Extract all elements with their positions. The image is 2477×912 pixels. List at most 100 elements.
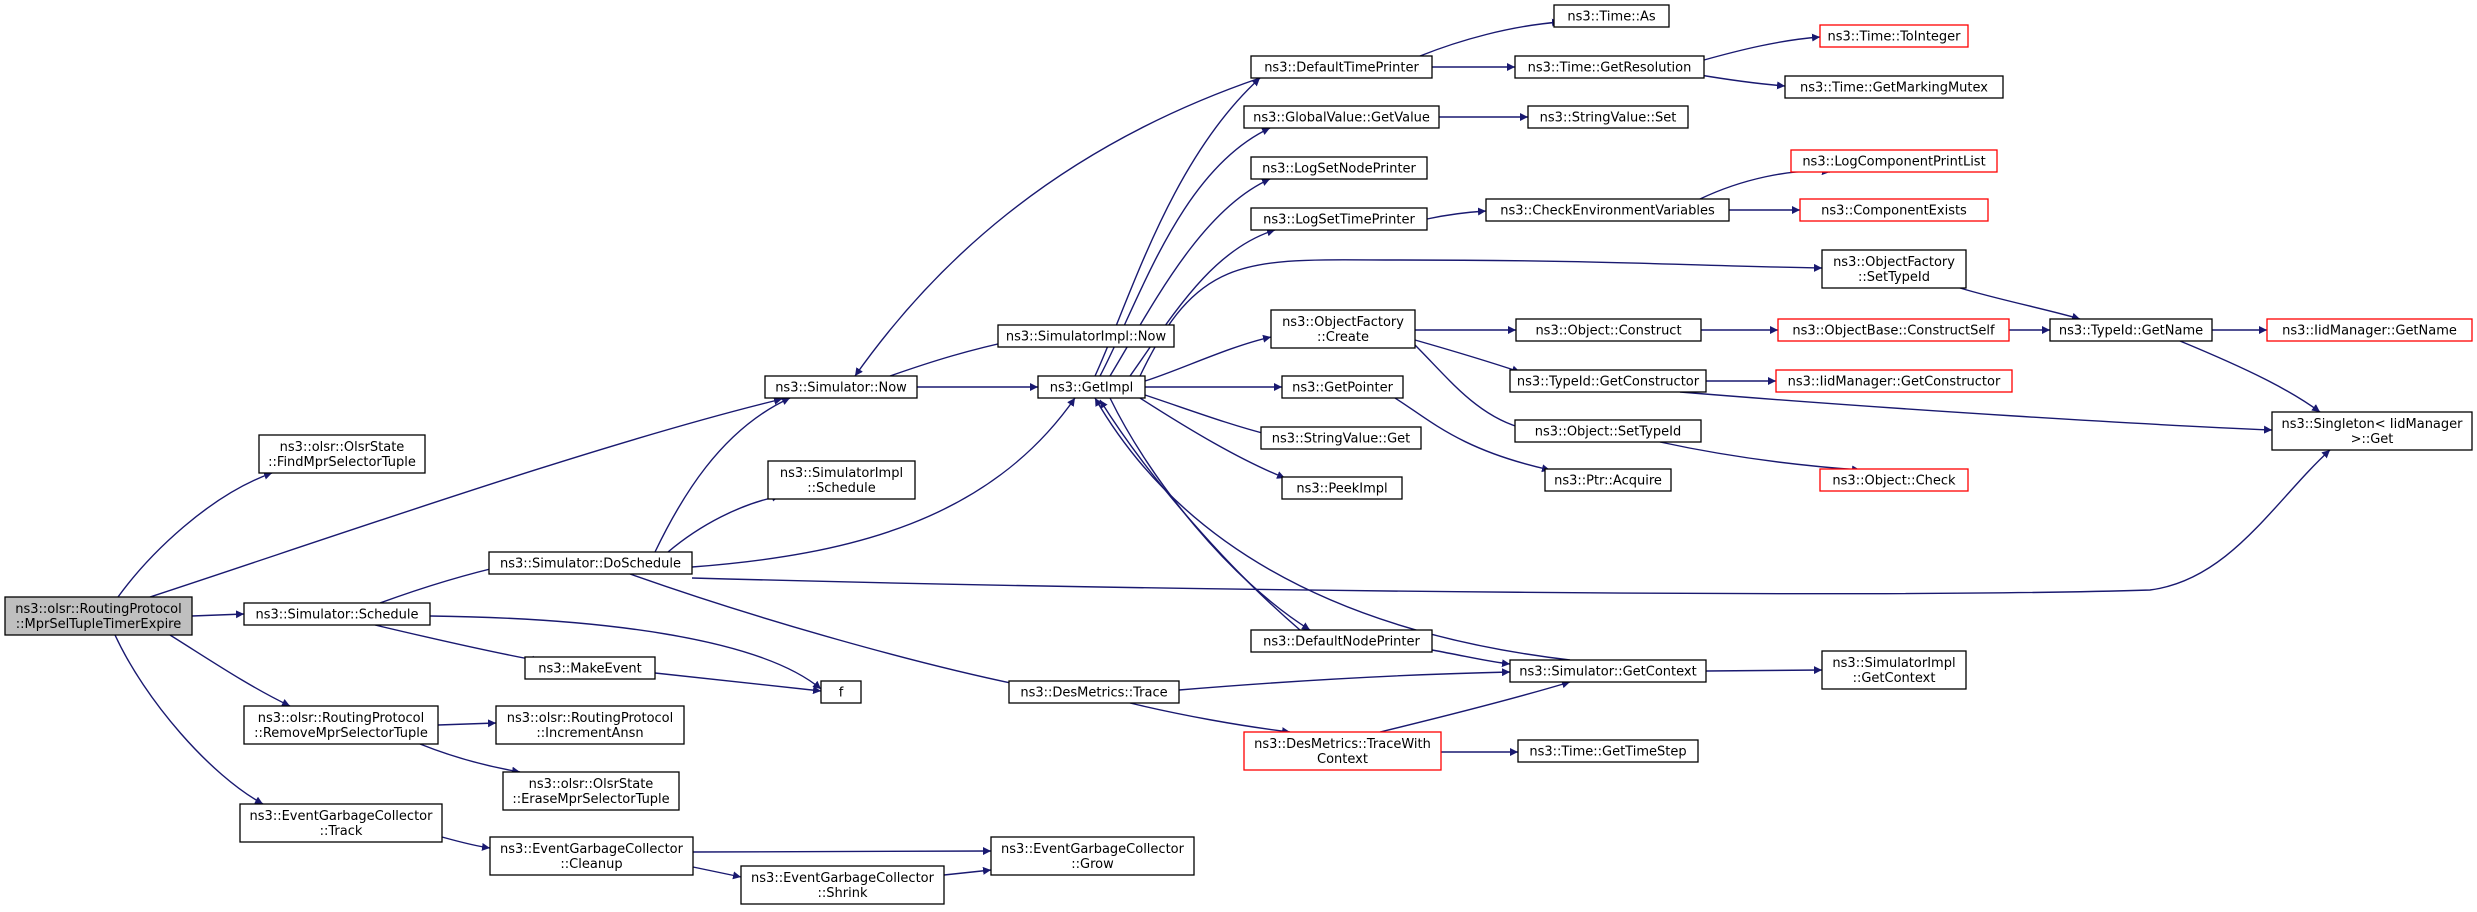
function-node-ofsettype[interactable]: ns3::ObjectFactory::SetTypeId [1821, 249, 1967, 289]
node-box [1281, 375, 1404, 399]
function-node-destrace[interactable]: ns3::DesMetrics::Trace [1008, 680, 1180, 704]
function-node-markmutex[interactable]: ns3::Time::GetMarkingMutex [1784, 75, 2004, 99]
function-node-objconstruct[interactable]: ns3::Object::Construct [1515, 318, 1702, 342]
call-edge-getimpl-to-lstp [1129, 228, 1276, 377]
function-node-toint[interactable]: ns3::Time::ToInteger [1819, 24, 1969, 48]
function-node-dnp[interactable]: ns3::DefaultNodePrinter [1250, 629, 1433, 653]
function-node-simsched[interactable]: ns3::Simulator::Schedule [243, 602, 431, 626]
node-box [764, 375, 918, 399]
function-node-objsettype[interactable]: ns3::Object::SetTypeId [1514, 419, 1702, 443]
function-node-timestep[interactable]: ns3::Time::GetTimeStep [1517, 739, 1699, 763]
node-label: ns3::olsr::RoutingProtocol [258, 711, 425, 726]
function-node-f[interactable]: f [820, 680, 862, 704]
node-label: ns3::Object::SetTypeId [1535, 425, 1681, 440]
node-label: ns3::TypeId::GetConstructor [1517, 375, 1700, 390]
call-edge-simgetctx-to-getimpl [1094, 397, 1571, 661]
function-node-getimpl[interactable]: ns3::GetImpl [1037, 375, 1146, 399]
call-edge-makeevent-to-f [654, 672, 822, 695]
function-node-ptracq[interactable]: ns3::Ptr::Acquire [1544, 468, 1672, 492]
node-box [1553, 4, 1670, 28]
function-node-getres[interactable]: ns3::Time::GetResolution [1514, 55, 1705, 79]
node-label: ns3::Time::GetMarkingMutex [1800, 81, 1988, 96]
function-node-egccleanup[interactable]: ns3::EventGarbageCollector::Cleanup [489, 836, 694, 876]
function-node-lsnp[interactable]: ns3::LogSetNodePrinter [1250, 156, 1428, 180]
node-box [1514, 419, 1702, 443]
function-node-iidgetname[interactable]: ns3::IidManager::GetName [2266, 318, 2473, 342]
call-edge-tidgetctor-to-singleton [1679, 391, 2273, 434]
function-node-findmpr[interactable]: ns3::olsr::OlsrState::FindMprSelectorTup… [258, 434, 426, 474]
node-box [2271, 411, 2473, 451]
function-node-obconstructself[interactable]: ns3::ObjectBase::ConstructSelf [1777, 318, 2010, 342]
function-node-singleton[interactable]: ns3::Singleton< IidManager >::Get [2271, 411, 2473, 451]
function-node-getptr[interactable]: ns3::GetPointer [1281, 375, 1404, 399]
node-box [1250, 207, 1428, 231]
function-node-lcpl[interactable]: ns3::LogComponentPrintList [1790, 149, 1998, 173]
node-label: Context [1317, 752, 1368, 767]
node-label: ns3::SimulatorImpl [780, 466, 903, 481]
function-node-implsched[interactable]: ns3::SimulatorImpl::Schedule [767, 460, 916, 500]
node-label: ns3::CheckEnvironmentVariables [1500, 204, 1715, 219]
node-box [2049, 318, 2213, 342]
node-box [997, 324, 1175, 348]
function-node-removempr[interactable]: ns3::olsr::RoutingProtocol::RemoveMprSel… [243, 705, 439, 745]
node-label: ns3::IidManager::GetName [2282, 324, 2457, 339]
function-node-makeevent[interactable]: ns3::MakeEvent [524, 656, 656, 680]
call-edge-dosched-to-simnow [654, 397, 791, 553]
call-edge-egccleanup-to-egcshrink [692, 866, 742, 880]
node-label: ns3::GetPointer [1292, 381, 1393, 396]
function-node-egctrack[interactable]: ns3::EventGarbageCollector::Track [239, 803, 443, 843]
node-box [1775, 369, 2013, 393]
node-label: ns3::EventGarbageCollector [1001, 842, 1185, 857]
function-node-dosched[interactable]: ns3::Simulator::DoSchedule [488, 551, 693, 575]
call-edge-dtp-to-simnow [854, 77, 1261, 377]
node-box [1819, 468, 1969, 492]
function-node-compexists[interactable]: ns3::ComponentExists [1799, 198, 1989, 222]
node-label: ns3::DesMetrics::TraceWith [1254, 737, 1431, 752]
function-node-gvget[interactable]: ns3::GlobalValue::GetValue [1243, 105, 1440, 129]
function-node-dtp[interactable]: ns3::DefaultTimePrinter [1250, 55, 1433, 79]
function-node-svset[interactable]: ns3::StringValue::Set [1527, 105, 1689, 129]
function-node-objcheck[interactable]: ns3::Object::Check [1819, 468, 1969, 492]
node-box [1821, 650, 1967, 690]
function-node-ofcreate[interactable]: ns3::ObjectFactory::Create [1270, 309, 1416, 349]
node-label: ns3::ObjectFactory [1833, 255, 1955, 270]
function-node-egcshrink[interactable]: ns3::EventGarbageCollector::Shrink [740, 865, 945, 905]
function-node-erasempr[interactable]: ns3::olsr::OlsrState::EraseMprSelectorTu… [502, 771, 680, 811]
function-node-timeas[interactable]: ns3::Time::As [1553, 4, 1670, 28]
node-box [1819, 24, 1969, 48]
call-edge-removempr-to-erasempr [419, 743, 521, 775]
call-edge-getimpl-to-lsnp [1109, 178, 1271, 377]
function-node-root[interactable]: ns3::olsr::RoutingProtocol::MprSelTupleT… [4, 596, 193, 636]
function-node-egcgrow[interactable]: ns3::EventGarbageCollector::Grow [990, 836, 1195, 876]
function-node-iidgetctor[interactable]: ns3::IidManager::GetConstructor [1775, 369, 2013, 393]
function-node-incansn[interactable]: ns3::olsr::RoutingProtocol::IncrementAns… [495, 705, 685, 745]
node-label: ns3::MakeEvent [538, 662, 642, 677]
function-node-lstp[interactable]: ns3::LogSetTimePrinter [1250, 207, 1428, 231]
function-node-svget[interactable]: ns3::StringValue::Get [1260, 426, 1422, 450]
node-label: ns3::LogSetTimePrinter [1263, 213, 1415, 228]
node-label: ns3::Singleton< IidManager [2281, 417, 2463, 432]
function-node-checkenv[interactable]: ns3::CheckEnvironmentVariables [1485, 198, 1730, 222]
call-edge-objsettype-to-objcheck [1659, 441, 1861, 474]
function-node-simgetctx[interactable]: ns3::Simulator::GetContext [1509, 659, 1707, 683]
function-node-peek[interactable]: ns3::PeekImpl [1281, 476, 1403, 500]
function-node-implnow[interactable]: ns3::SimulatorImpl::Now [997, 324, 1175, 348]
function-node-implgetctx[interactable]: ns3::SimulatorImpl::GetContext [1821, 650, 1967, 690]
call-edge-ofcreate-to-tidgetctor [1414, 339, 1521, 374]
node-box [1250, 629, 1433, 653]
node-box [2266, 318, 2473, 342]
node-box [495, 705, 685, 745]
function-node-simnow[interactable]: ns3::Simulator::Now [764, 375, 918, 399]
node-label: ns3::DefaultNodePrinter [1263, 635, 1420, 650]
node-box [1517, 739, 1699, 763]
node-box [1270, 309, 1416, 349]
node-label: ns3::EventGarbageCollector [250, 809, 434, 824]
function-node-tidgetctor[interactable]: ns3::TypeId::GetConstructor [1509, 369, 1707, 393]
call-edge-getimpl-to-svget [1144, 394, 1271, 437]
node-box [740, 865, 945, 905]
call-edge-getimpl-to-peek [1139, 397, 1286, 479]
function-node-tidgetname[interactable]: ns3::TypeId::GetName [2049, 318, 2213, 342]
call-edge-getres-to-markmutex [1699, 74, 1786, 90]
call-edge-root-to-simnow [149, 396, 783, 598]
